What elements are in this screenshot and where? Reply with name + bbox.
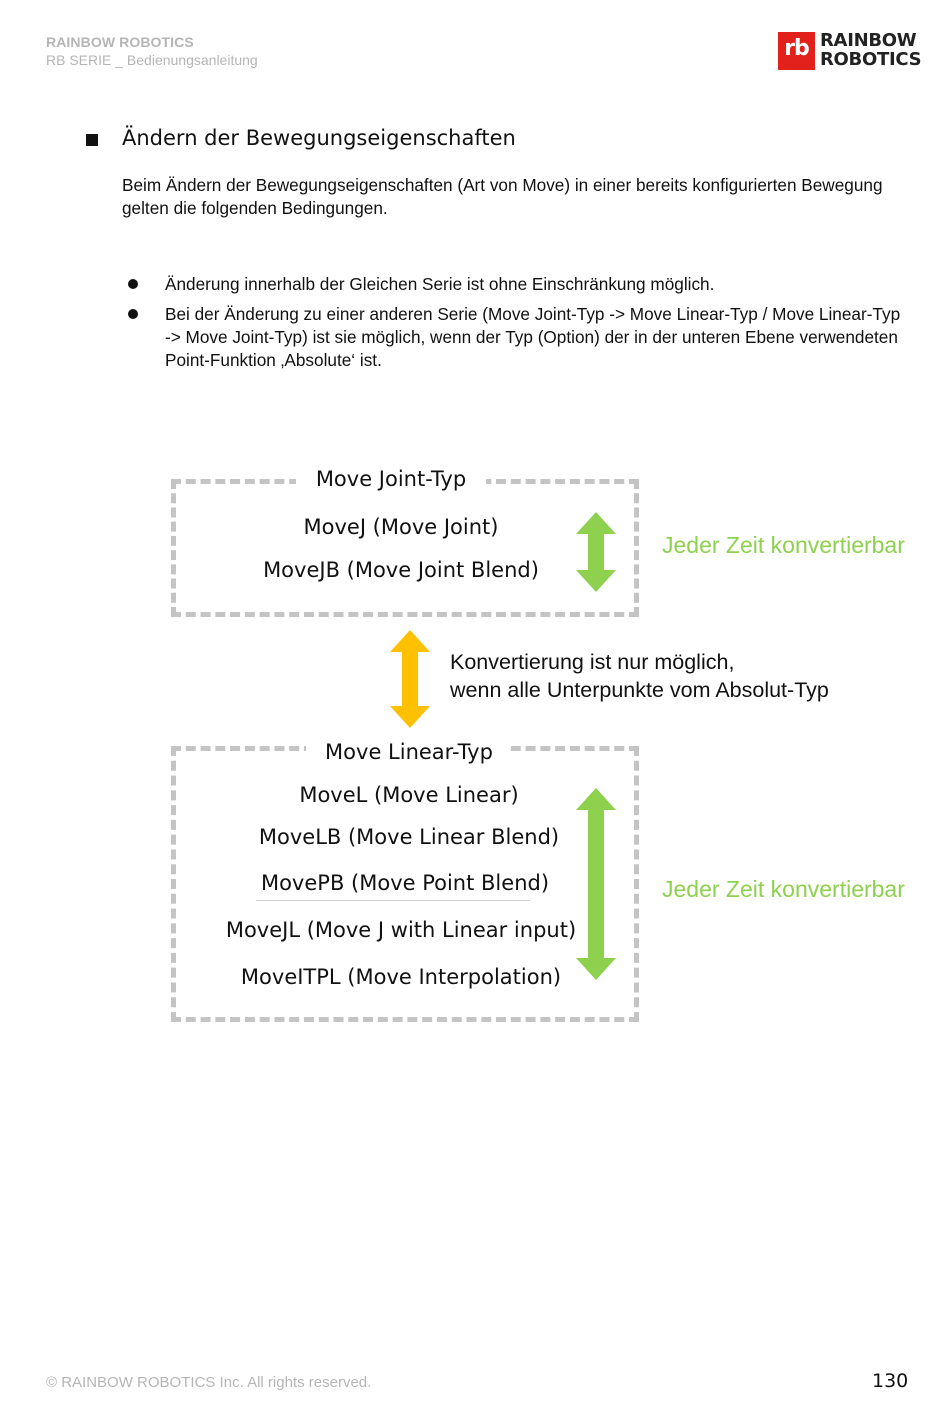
page-number: 130 (872, 1370, 909, 1392)
linear-item-3: MovePB (Move Point Blend) (260, 871, 550, 895)
bullet-item-2: Bei der Änderung zu einer anderen Serie … (165, 304, 901, 370)
linear-item-4: MoveJL (Move J with Linear input) (225, 918, 577, 942)
linear-title-backdrop (306, 733, 506, 761)
logo-mark-text: rb (784, 36, 810, 61)
linear-box-title: Move Linear-Typ (325, 740, 493, 764)
orange-double-arrow-icon (390, 630, 430, 728)
conversion-note: Konvertierung ist nur möglich, wenn alle… (450, 648, 829, 704)
conversion-note-line-1: Konvertierung ist nur möglich, (450, 650, 735, 674)
joint-title-backdrop (296, 466, 486, 494)
linear-item-1: MoveL (Move Linear) (299, 783, 519, 807)
linear-item-5: MoveITPL (Move Interpolation) (240, 965, 562, 989)
footer-copyright: © RAINBOW ROBOTICS Inc. All rights reser… (46, 1374, 372, 1391)
logo-line-2: ROBOTICS (820, 49, 922, 70)
bullet-dot-icon (128, 309, 138, 319)
linear-side-label: Jeder Zeit konvertierbar (662, 876, 905, 902)
joint-side-label: Jeder Zeit konvertierbar (662, 532, 905, 558)
logo-wordmark: RAINBOW ROBOTICS (820, 30, 922, 70)
bullet-dot-icon (128, 279, 138, 289)
section-title: Ändern der Bewegungseigenschaften (122, 126, 516, 150)
divider (256, 900, 530, 901)
section-square-bullet-icon (86, 134, 98, 146)
joint-item-2: MoveJB (Move Joint Blend) (263, 558, 539, 582)
section-intro: Beim Ändern der Bewegungseigenschaften (… (122, 175, 883, 218)
header-company: RAINBOW ROBOTICS (46, 34, 194, 50)
joint-type-box (171, 479, 639, 617)
joint-box-title: Move Joint-Typ (315, 467, 467, 491)
header-subtitle: RB SERIE _ Bedienungsanleitung (46, 52, 258, 68)
conversion-note-line-2: wenn alle Unterpunkte vom Absolut-Typ (450, 678, 829, 702)
joint-item-1: MoveJ (Move Joint) (303, 515, 499, 539)
company-logo: rb RAINBOW ROBOTICS (778, 31, 922, 71)
bullet-item-1: Änderung innerhalb der Gleichen Serie is… (165, 274, 715, 294)
logo-mark (778, 32, 815, 70)
green-double-arrow-icon (576, 788, 616, 980)
linear-item-2: MoveLB (Move Linear Blend) (258, 825, 560, 849)
logo-line-1: RAINBOW (820, 30, 917, 51)
green-double-arrow-icon (576, 512, 616, 592)
